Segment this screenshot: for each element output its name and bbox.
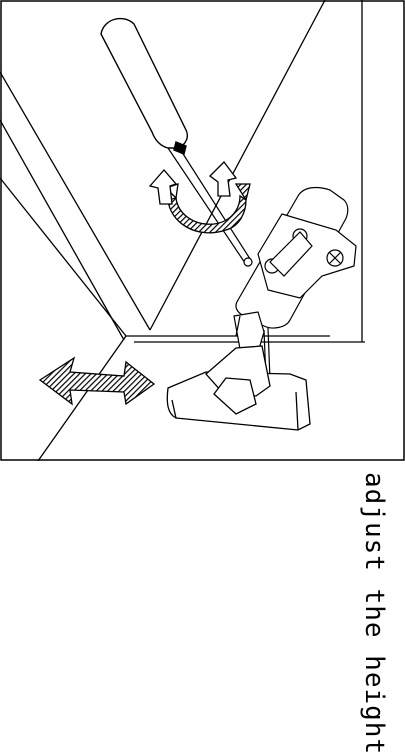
diagram-frame [0, 0, 405, 461]
double-arrow-icon [38, 356, 156, 406]
hinge-base-plate [166, 345, 311, 431]
cabinet-panels [0, 0, 365, 462]
diagram-canvas [0, 0, 405, 462]
caption-text: adjust the height [359, 472, 389, 755]
screwdriver-icon [100, 17, 253, 267]
rotate-arrow-icon [148, 161, 251, 234]
